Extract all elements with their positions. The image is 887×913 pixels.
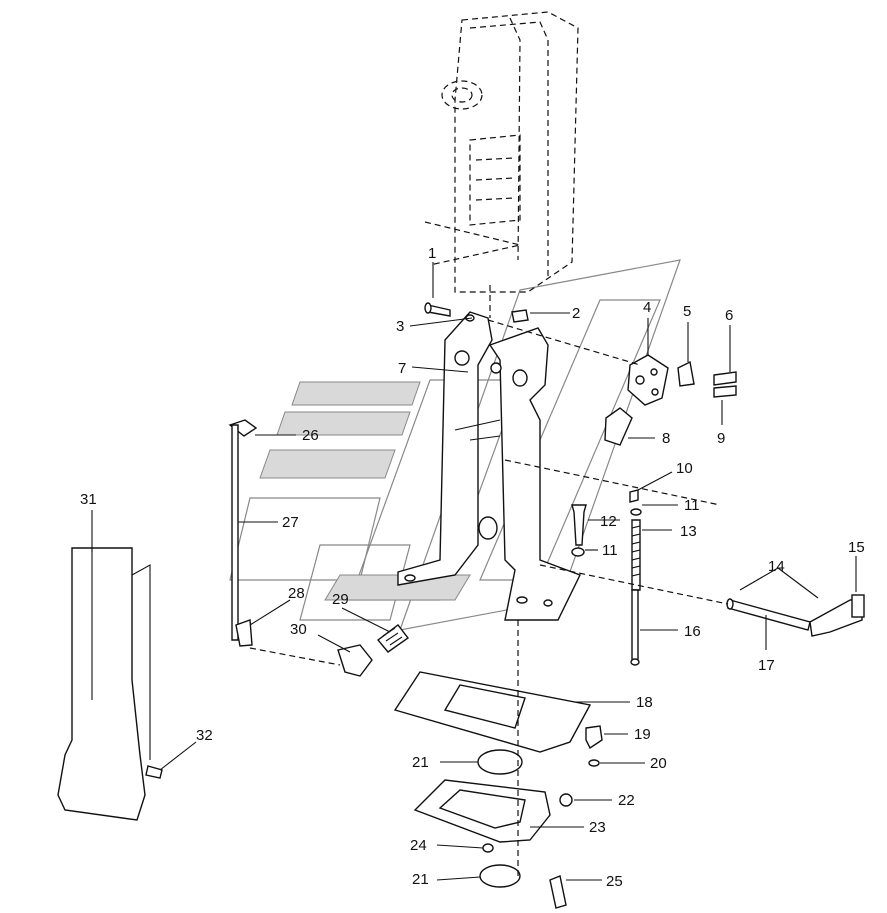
callout-7: 7 (398, 360, 406, 377)
callout-17: 17 (758, 657, 775, 674)
callout-1: 1 (428, 245, 436, 262)
callout-6: 6 (725, 307, 733, 324)
callout-2: 2 (572, 305, 580, 322)
callout-5: 5 (683, 303, 691, 320)
leader-lines (91, 262, 857, 881)
column-support-frame (397, 311, 581, 621)
callout-21-lower: 21 (412, 871, 429, 888)
callout-32: 32 (196, 727, 213, 744)
callout-11-lower: 11 (602, 542, 618, 559)
callout-18: 18 (636, 694, 653, 711)
callout-4: 4 (643, 299, 651, 316)
callout-16: 16 (684, 623, 701, 640)
callout-labels: 1 2 3 4 5 6 7 8 9 10 11 11 12 13 14 15 1… (80, 245, 865, 890)
assembly-lines (237, 319, 729, 880)
callout-30: 30 (290, 621, 307, 638)
callout-29: 29 (332, 591, 349, 608)
callout-22: 22 (618, 792, 635, 809)
callout-19: 19 (634, 726, 651, 743)
callout-12: 12 (600, 513, 617, 530)
callout-31: 31 (80, 491, 97, 508)
callout-15: 15 (848, 539, 865, 556)
callout-9: 9 (717, 430, 725, 447)
steering-column-outline (424, 11, 579, 318)
callout-8: 8 (662, 430, 670, 447)
callout-20: 20 (650, 755, 667, 772)
hardware-parts (57, 302, 865, 909)
callout-23: 23 (589, 819, 606, 836)
callout-25: 25 (606, 873, 623, 890)
callout-27: 27 (282, 514, 299, 531)
callout-26: 26 (302, 427, 319, 444)
callout-24: 24 (410, 837, 427, 854)
callout-28: 28 (288, 585, 305, 602)
callout-10: 10 (676, 460, 693, 477)
callout-3: 3 (396, 318, 404, 335)
callout-11-upper: 11 (684, 497, 700, 514)
callout-14: 14 (768, 558, 785, 575)
callout-13: 13 (680, 523, 697, 540)
callout-21-upper: 21 (412, 754, 429, 771)
